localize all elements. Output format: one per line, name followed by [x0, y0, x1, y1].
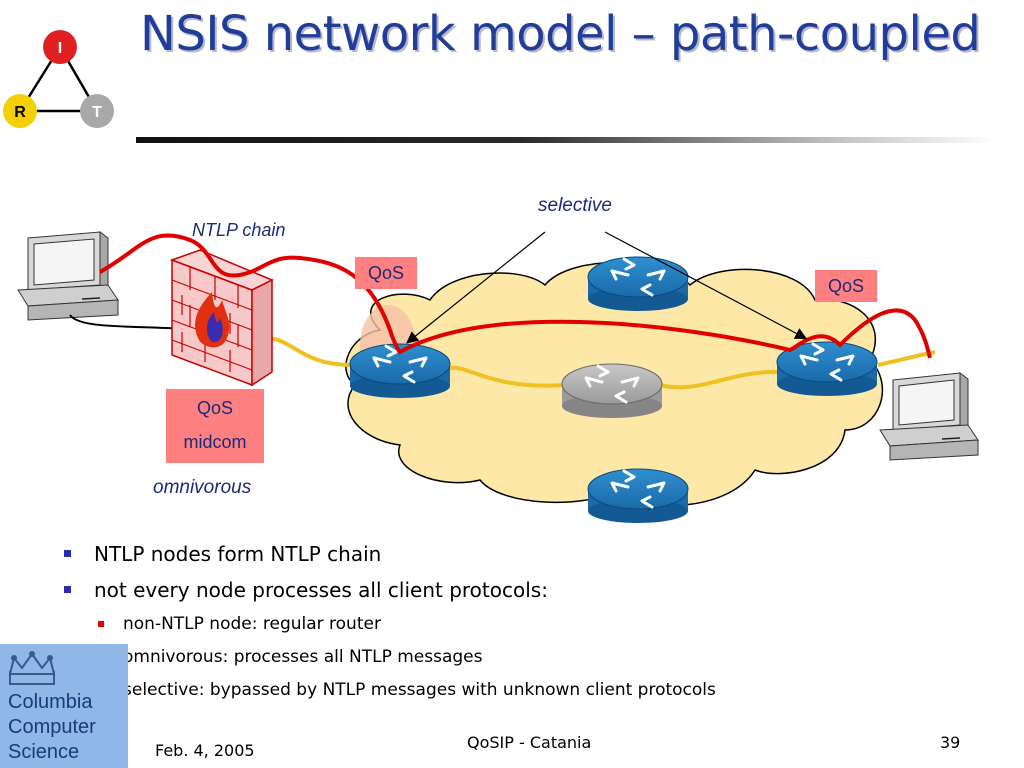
qos-midcom-line2: midcom	[183, 432, 247, 452]
columbia-logo: Columbia Computer Science	[0, 644, 128, 768]
slide-title: NSIS network model – path-coupled	[140, 6, 981, 62]
bullet-item: not every node processes all client prot…	[58, 572, 958, 608]
label-selective: selective	[538, 195, 612, 216]
data-path	[254, 336, 936, 390]
logo-text-line: Columbia	[8, 691, 93, 713]
ntlp-signaling-path	[99, 233, 932, 359]
label-ntlp-chain: NTLP chain	[192, 220, 286, 240]
footer-page-number: 39	[940, 733, 961, 752]
footer-date: Feb. 4, 2005	[155, 741, 255, 760]
qos-box-left: QoS	[355, 257, 417, 289]
sub-bullet-item: omnivorous: processes all NTLP messages	[58, 641, 958, 674]
router-left-icon	[349, 343, 451, 398]
logo-letter-i: I	[58, 40, 62, 57]
qos-midcom-line1: QoS	[196, 398, 234, 418]
logo-text: Columbia Computer Science	[8, 690, 96, 765]
bullet-list: NTLP nodes form NTLP chain not every nod…	[58, 536, 958, 707]
rit-triangle-logo: I R T	[3, 30, 114, 128]
firewall-icon	[169, 249, 274, 387]
logo-text-line: Science	[8, 741, 80, 763]
sub-bullet-item: non-NTLP node: regular router	[58, 608, 958, 641]
bullet-item: NTLP nodes form NTLP chain	[58, 536, 958, 572]
selective-arrow-left	[406, 231, 546, 344]
computer-right-icon	[879, 372, 979, 461]
router-regular-icon	[561, 363, 663, 418]
router-right-icon	[776, 341, 878, 396]
sub-bullet-item: selective: bypassed by NTLP messages wit…	[58, 674, 958, 707]
qos-box-right: QoS	[815, 270, 877, 302]
computer-left-icon	[17, 231, 119, 321]
logo-letter-t: T	[92, 104, 102, 121]
selective-arrow-right	[604, 231, 808, 340]
logo-text-line: Computer	[8, 716, 96, 738]
footer-center: QoSIP - Catania	[467, 733, 592, 752]
router-bottom-icon	[587, 468, 689, 523]
logo-letter-r: R	[14, 104, 26, 121]
crown-icon	[8, 651, 56, 685]
router-top-icon	[587, 256, 689, 311]
title-underline	[136, 137, 996, 143]
label-omnivorous: omnivorous	[153, 477, 252, 498]
qos-midcom-box: QoS midcom	[166, 389, 264, 463]
